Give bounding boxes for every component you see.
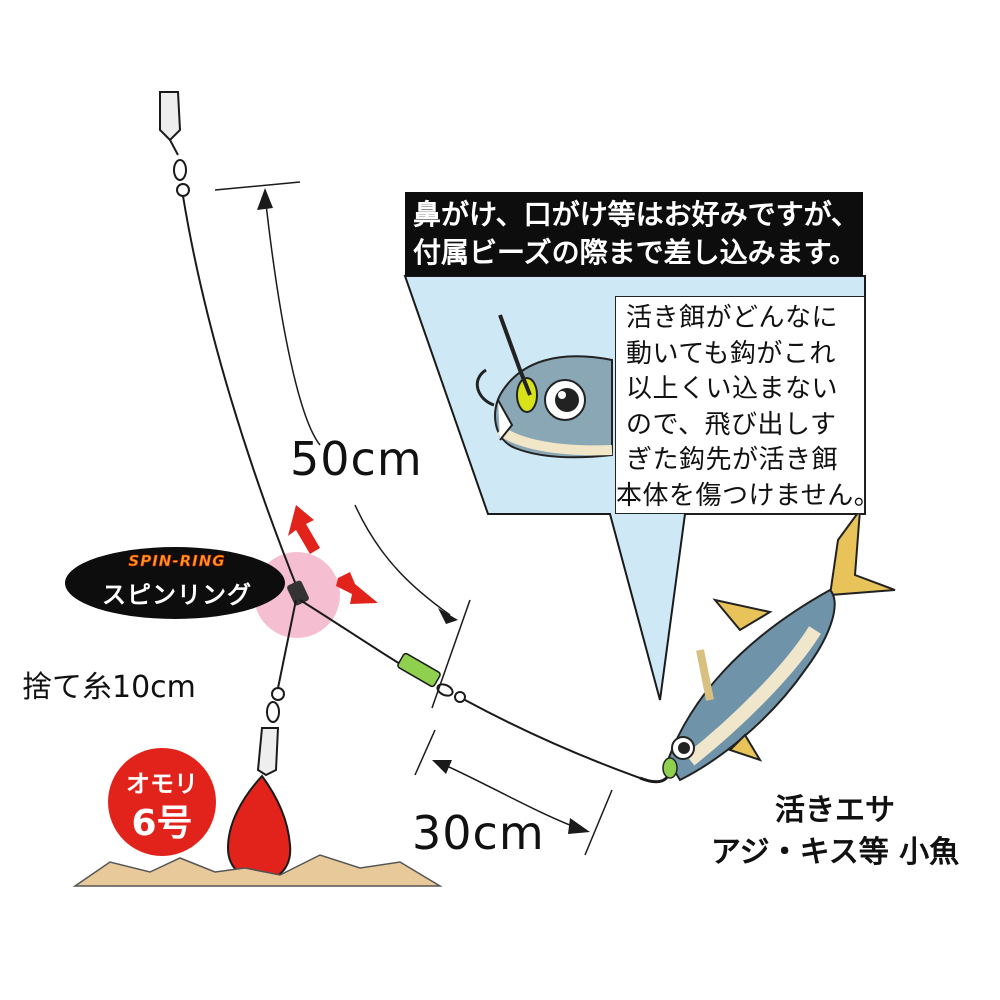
main-line xyxy=(182,195,299,591)
arrow-head-30-right xyxy=(568,818,590,834)
drop-line-label: 捨て糸10cm xyxy=(22,670,196,705)
measure-30cm-guides xyxy=(414,729,613,856)
spin-ring-label: スピンリング xyxy=(102,581,252,609)
sinker-size: 6号 xyxy=(131,803,193,844)
note-line: 以上くい込まない xyxy=(626,374,839,404)
bait-label-line1: 活きエサ xyxy=(775,793,895,828)
drop-line xyxy=(277,599,297,689)
arrow-head-50-bottom xyxy=(438,608,458,624)
hook-leader xyxy=(464,699,641,779)
callout-note: 活き餌がどんなに 動いても鈎がこれ 以上くい込まない ので、飛び出しす ぎた鈎先… xyxy=(615,296,881,514)
callout-title-line: 付属ビーズの際まで差し込みます。 xyxy=(413,236,857,269)
callout-title: 鼻がけ、口がけ等はお好みですが、 付属ビーズの際まで差し込みます。 xyxy=(405,192,863,276)
note-line: 動いても鈎がこれ xyxy=(626,338,836,369)
note-line: ので、飛び出しす xyxy=(626,409,837,440)
seabed xyxy=(72,854,443,887)
sinker-weight xyxy=(226,774,292,882)
green-bead-tube xyxy=(397,652,441,688)
note-line: 本体を傷つけません。 xyxy=(616,480,881,511)
note-line: ぎた鈎先が活き餌 xyxy=(626,445,839,475)
callout-title-line: 鼻がけ、口がけ等はお好みですが、 xyxy=(413,198,860,231)
arrow-head-top xyxy=(257,188,273,210)
measure-50cm-guides xyxy=(214,181,471,709)
bait-label-line2: アジ・キス等 小魚 xyxy=(710,835,960,870)
arrow-head-30-left xyxy=(432,760,452,774)
measure-50cm-label: 50cm xyxy=(290,432,423,486)
spin-ring-badge xyxy=(65,547,285,619)
spin-motion-arrows xyxy=(288,505,378,604)
note-line: 活き餌がどんなに xyxy=(626,303,839,333)
spin-ring-body xyxy=(287,580,309,606)
leader-swivel xyxy=(436,683,466,703)
sinker-label: オモリ xyxy=(126,770,198,798)
bait-fish-illustration xyxy=(662,506,896,782)
fish-head-illustration xyxy=(475,314,613,459)
measure-30cm-label: 30cm xyxy=(412,806,545,860)
leader-line xyxy=(299,599,411,671)
sinker-swivel xyxy=(256,687,285,777)
spin-ring-brand: SPIN-RING xyxy=(128,552,226,571)
sinker-badge: オモリ 6号 xyxy=(108,748,216,856)
snap-swivel xyxy=(159,91,190,197)
bait-label: 活きエサ アジ・キス等 小魚 xyxy=(690,790,980,874)
